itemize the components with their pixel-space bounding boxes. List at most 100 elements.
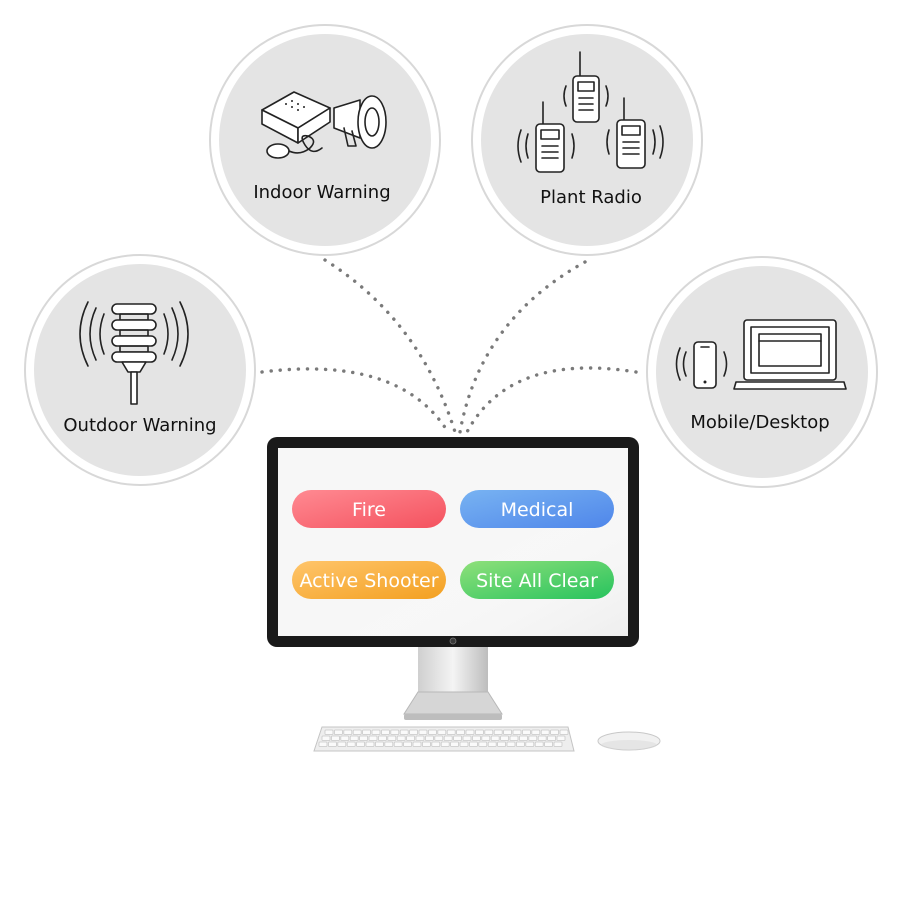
monitor-stand <box>403 646 503 720</box>
keyboard <box>313 726 575 752</box>
keyboard-key <box>421 741 431 747</box>
keyboard-key <box>544 741 553 747</box>
keyboard-key <box>327 741 337 747</box>
keyboard-key <box>490 735 500 741</box>
keyboard-key <box>343 729 353 735</box>
keyboard-key <box>509 735 519 741</box>
keyboard-key <box>390 729 400 735</box>
keyboard-key <box>409 729 419 735</box>
keyboard-key <box>352 729 362 735</box>
keyboard-key <box>365 741 375 747</box>
keyboard-key <box>453 735 463 741</box>
node-plant-radio: Plant Radio <box>471 24 703 256</box>
keyboard-key <box>380 729 390 735</box>
keyboard-key <box>500 735 510 741</box>
keyboard-key <box>481 735 491 741</box>
keyboard-key <box>522 729 531 735</box>
keyboard-key <box>427 729 437 735</box>
connector-mobile <box>465 366 638 434</box>
keyboard-key <box>356 741 366 747</box>
keyboard-key <box>377 735 387 741</box>
keyboard-key <box>440 741 450 747</box>
connector-indoor <box>323 258 457 434</box>
monitor: Fire Medical Active Shooter Site All Cle… <box>267 437 639 720</box>
alert-button-site-all-clear-label: Site All Clear <box>476 570 598 592</box>
keyboard-key <box>406 735 416 741</box>
keyboard-key <box>537 735 547 741</box>
keyboard-key <box>471 735 481 741</box>
keyboard-key <box>318 741 328 747</box>
megaphone-icon <box>261 91 387 159</box>
node-label-radio: Plant Radio <box>540 187 642 208</box>
keyboard-key <box>468 741 478 747</box>
keyboard-key <box>434 735 444 741</box>
connector-radio <box>458 260 587 434</box>
keyboard-key <box>340 735 350 741</box>
keyboard-key <box>516 741 525 747</box>
alert-button-active-shooter[interactable]: Active Shooter <box>292 561 446 599</box>
keyboard-key <box>525 741 535 747</box>
alert-button-fire[interactable]: Fire <box>292 490 446 528</box>
keyboard-key <box>465 729 475 735</box>
keyboard-key <box>412 741 422 747</box>
keyboard-key <box>497 741 507 747</box>
keyboard-key <box>399 729 409 735</box>
keyboard-key <box>506 741 516 747</box>
keyboard-key <box>349 735 359 741</box>
keyboard-key <box>540 729 550 735</box>
keyboard-key <box>528 735 538 741</box>
keyboard-key <box>437 729 447 735</box>
keyboard-key <box>418 729 428 735</box>
keyboard-key <box>446 729 456 735</box>
keyboard-key <box>484 729 494 735</box>
node-label-indoor: Indoor Warning <box>253 182 390 203</box>
keyboard-key <box>478 741 488 747</box>
keyboard-key <box>534 741 544 747</box>
alert-button-medical-label: Medical <box>501 499 574 521</box>
node-label-mobile: Mobile/Desktop <box>690 412 829 433</box>
keyboard-key <box>424 735 434 741</box>
keyboard-key <box>556 735 566 741</box>
keyboard-key <box>559 729 569 735</box>
keyboard-key <box>487 741 497 747</box>
keyboard-key <box>321 735 331 741</box>
node-indoor-warning: Indoor Warning <box>209 24 441 256</box>
keyboard-key <box>450 741 460 747</box>
keyboard-key <box>387 735 397 741</box>
alert-button-fire-label: Fire <box>352 499 386 521</box>
keyboard-key <box>362 729 372 735</box>
keyboard-key <box>337 741 347 747</box>
node-mobile-desktop: Mobile/Desktop <box>646 256 878 488</box>
keyboard-key <box>333 729 343 735</box>
alert-button-active-shooter-label: Active Shooter <box>299 570 438 592</box>
keyboard-key <box>531 729 541 735</box>
keyboard-key <box>330 735 340 741</box>
keyboard-key <box>550 729 559 735</box>
keyboard-key <box>371 729 381 735</box>
keyboard-key <box>456 729 466 735</box>
power-icon <box>449 637 457 645</box>
keyboard-key <box>403 741 413 747</box>
siren-tower-icon <box>79 301 189 405</box>
keyboard-key <box>396 735 406 741</box>
keyboard-key <box>324 729 334 735</box>
keyboard-key <box>459 741 469 747</box>
keyboard-key <box>359 735 369 741</box>
laptop-phone-icon <box>675 319 847 390</box>
keyboard-key <box>346 741 356 747</box>
keyboard-key <box>393 741 403 747</box>
keyboard-key <box>553 741 563 747</box>
keyboard-key <box>503 729 513 735</box>
alert-button-medical[interactable]: Medical <box>460 490 614 528</box>
keyboard-key <box>493 729 503 735</box>
keyboard-key <box>443 735 453 741</box>
walkie-talkie-icon <box>517 51 664 173</box>
alert-button-site-all-clear[interactable]: Site All Clear <box>460 561 614 599</box>
keyboard-key <box>431 741 441 747</box>
keyboard-key <box>462 735 472 741</box>
node-outdoor-warning: Outdoor Warning <box>24 254 256 486</box>
keyboard-key <box>512 729 522 735</box>
keyboard-key <box>519 735 528 741</box>
connectors <box>260 258 638 434</box>
